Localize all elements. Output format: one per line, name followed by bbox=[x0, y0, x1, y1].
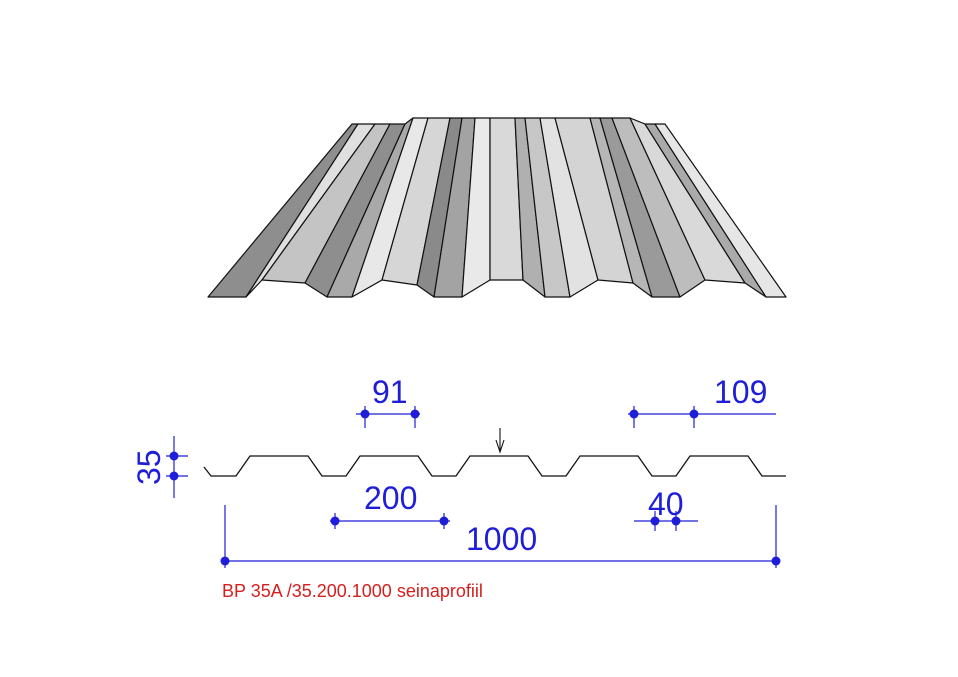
dimension-top-flange: 91 bbox=[356, 374, 420, 428]
dimension-side-pitch: 109 bbox=[628, 374, 776, 428]
cross-section-profile bbox=[203, 428, 786, 477]
dim-label-1000: 1000 bbox=[466, 521, 537, 557]
dim-label-40: 40 bbox=[648, 486, 684, 522]
profile-line bbox=[203, 455, 786, 477]
sheet-3d-view bbox=[207, 117, 787, 298]
dimension-total-width: 1000 bbox=[220, 505, 781, 568]
dimension-bottom-flange: 40 bbox=[634, 486, 698, 531]
dimension-height: 35 bbox=[131, 436, 188, 498]
profile-caption: BP 35A /35.200.1000 seinaprofiil bbox=[222, 581, 483, 601]
sheet-face bbox=[654, 123, 787, 298]
dim-label-109: 109 bbox=[714, 374, 767, 410]
dim-label-200: 200 bbox=[364, 480, 417, 516]
load-arrow-icon bbox=[495, 439, 505, 454]
dim-label-91: 91 bbox=[372, 374, 408, 410]
dimension-pitch: 200 bbox=[330, 480, 450, 529]
dim-label-35: 35 bbox=[131, 449, 167, 485]
